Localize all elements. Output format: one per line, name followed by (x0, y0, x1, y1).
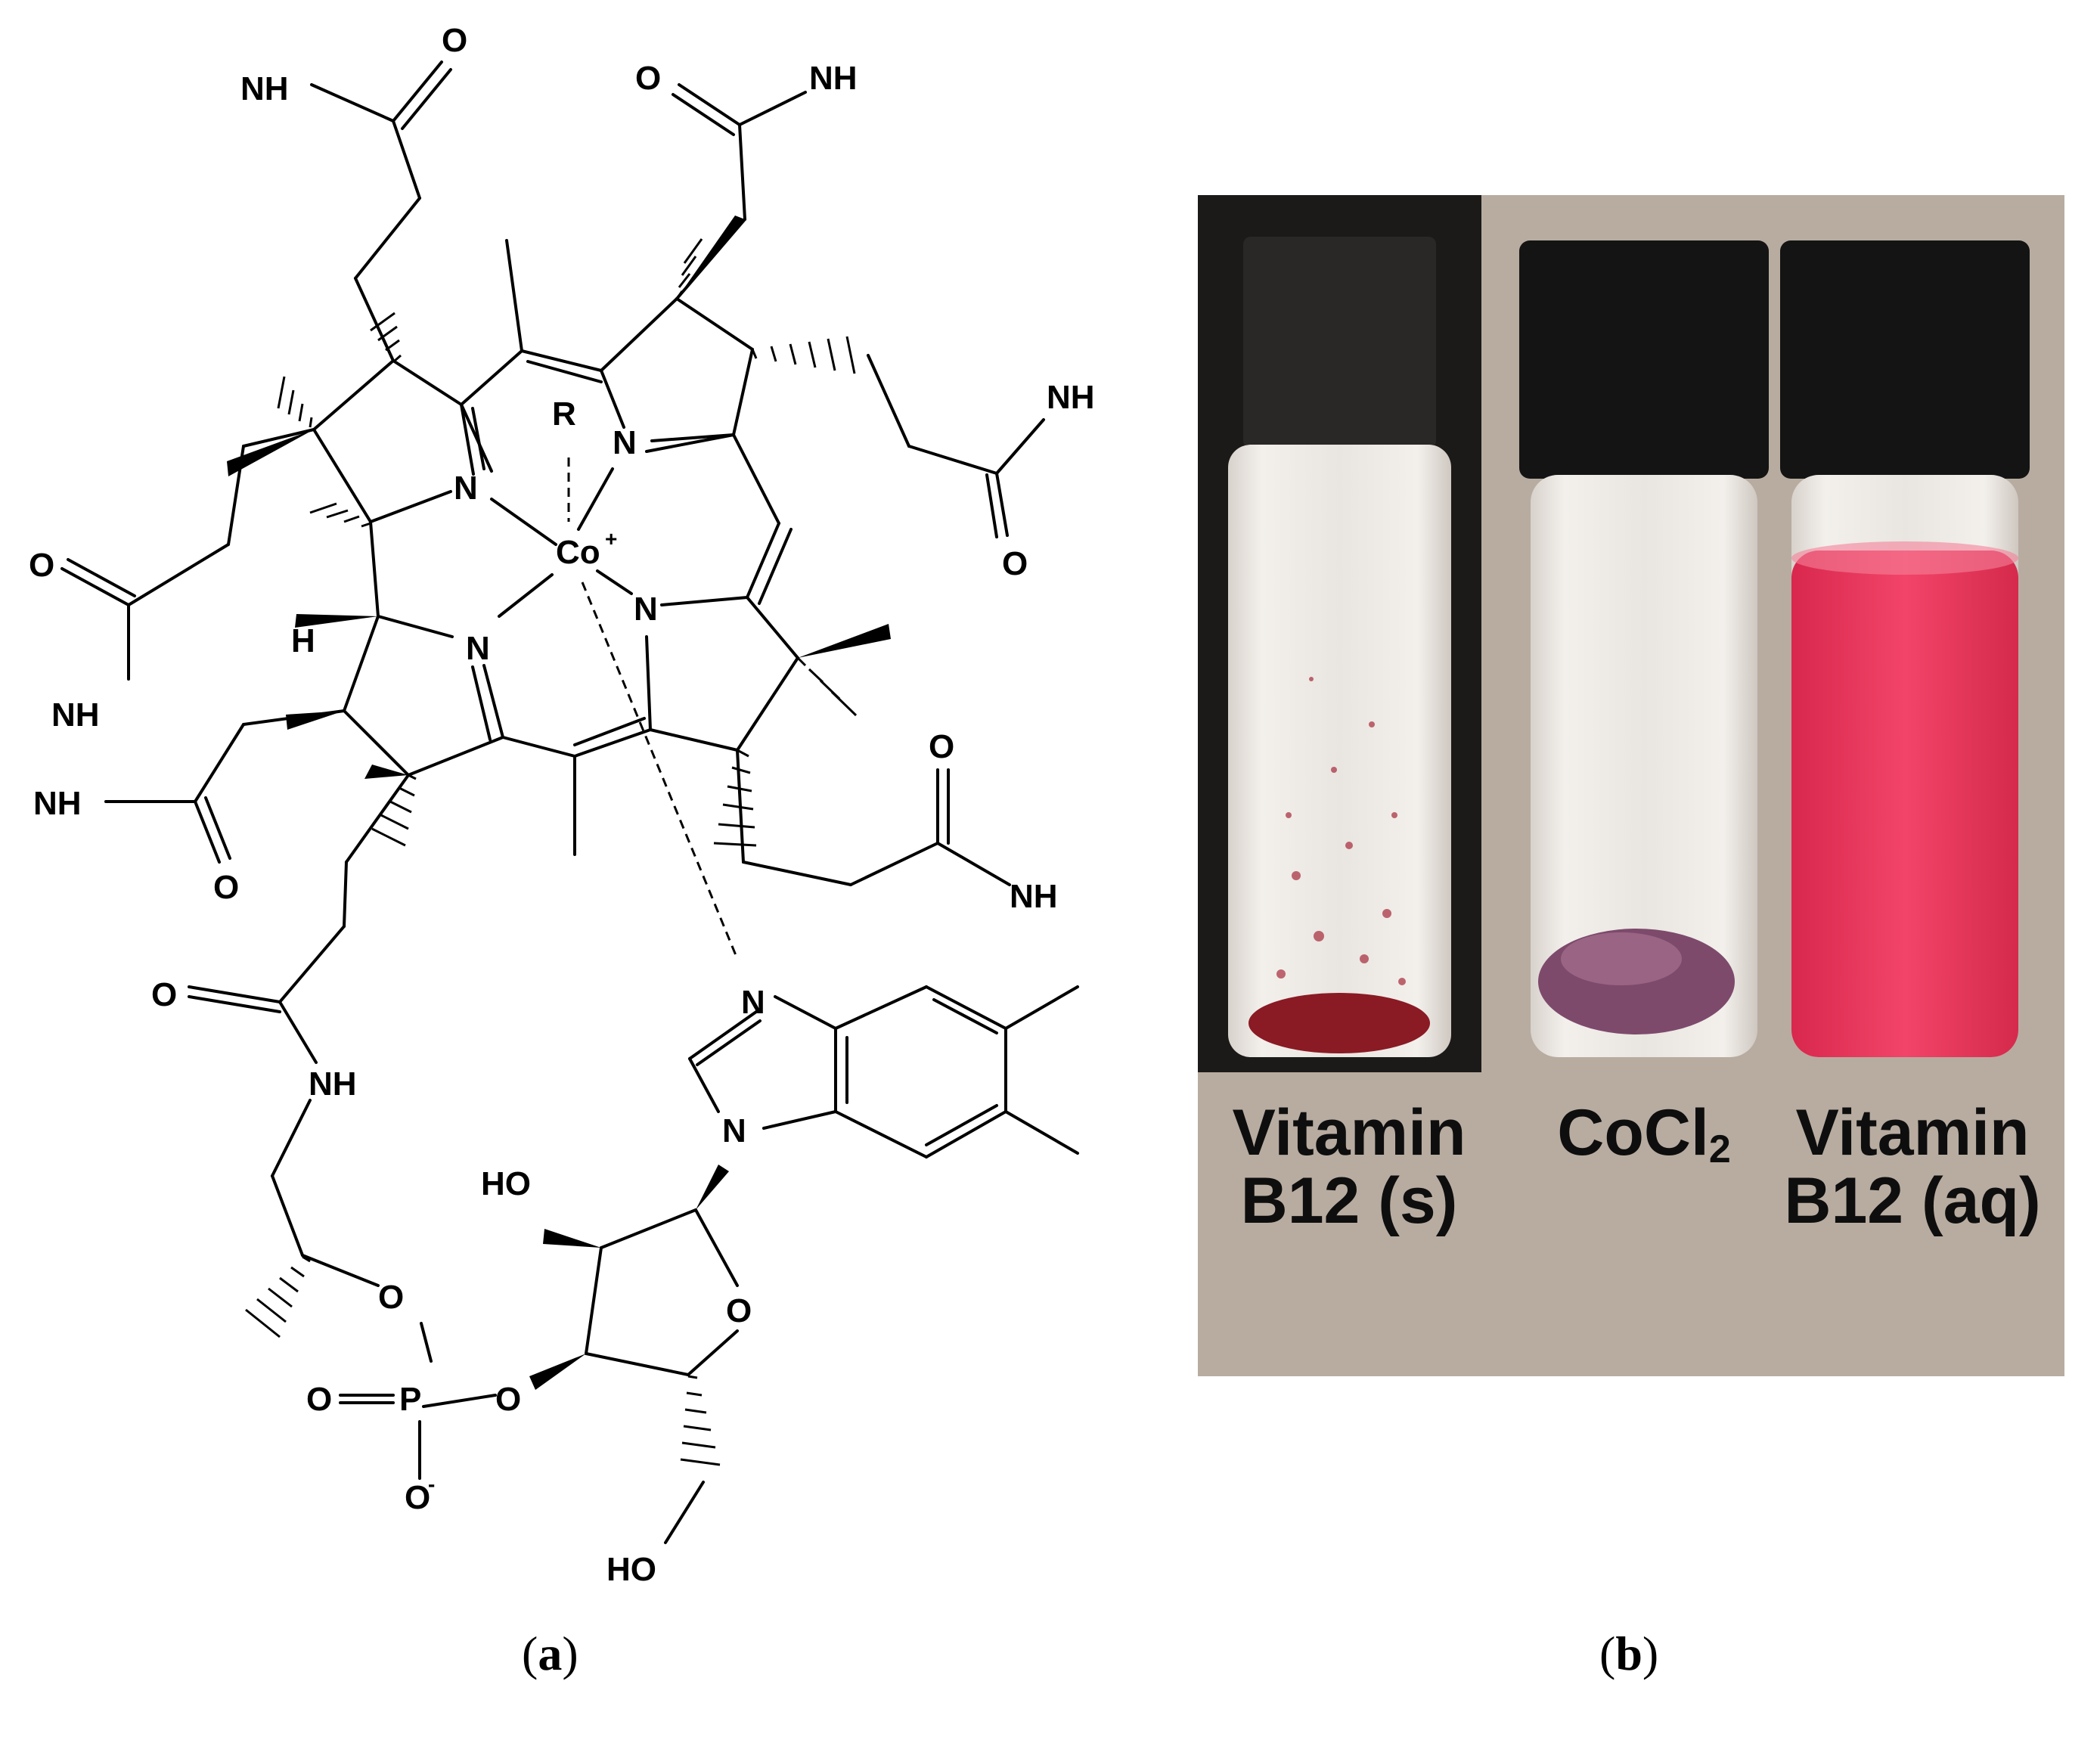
vial3-cap (1780, 240, 2030, 479)
hash-bonds (245, 238, 858, 1466)
oxygen-label-2: O (635, 60, 661, 97)
oxygen-label-10: O (306, 1381, 332, 1418)
nh2-label-1: NH (240, 70, 289, 107)
oxygen-label-5: O (213, 869, 239, 906)
photo-background-left (1198, 1072, 1481, 1376)
nitrogen-label-2: N (613, 424, 637, 461)
vial1-powder (1249, 993, 1430, 1053)
nh2-label-4: NH (51, 696, 100, 734)
oxygen-label-3: O (1002, 545, 1028, 582)
label-vitamin-b12-solid: Vitamin B12 (s) (1232, 1096, 1466, 1238)
cobalamin-structure-diagram: NH O O NH NH O O NH NH O O NH O NH R N N… (29, 22, 1095, 1588)
cobalt-charge: + (605, 527, 617, 551)
nh2-label-3: NH (1047, 379, 1095, 416)
phosphorus-label: P (399, 1381, 421, 1418)
vial3-solution (1791, 551, 2018, 1057)
oxide-charge: - (428, 1472, 435, 1496)
vial-3-aqueous-b12 (1780, 240, 2030, 1057)
nitrogen-label-5: N (741, 984, 765, 1021)
nh2-label-2: NH (809, 60, 858, 97)
label-vitamin-b12-aqueous: Vitamin B12 (aq) (1784, 1096, 2041, 1238)
cobalt-label: Co (556, 534, 600, 571)
wedge-bonds (227, 216, 891, 1390)
oxide-label: O (405, 1479, 430, 1516)
vial2-cap (1519, 240, 1769, 479)
nitrogen-label-3: N (634, 591, 658, 628)
vials-photo (1198, 195, 2064, 1376)
hydroxyl-label-2: HO (606, 1551, 656, 1588)
nitrogen-label-1: N (454, 470, 478, 507)
oxygen-label-4: O (29, 547, 54, 584)
hydrogen-label: H (291, 622, 315, 659)
nitrogen-label-6: N (722, 1112, 746, 1149)
nh2-label-5: NH (33, 785, 82, 822)
oxygen-label-6: O (929, 728, 954, 765)
vial-2-cocl2 (1519, 240, 1769, 1057)
oxygen-label-ring: O (726, 1292, 752, 1329)
caption-b: (b) (1599, 1627, 1659, 1680)
hydroxyl-label-1: HO (481, 1165, 531, 1202)
panel-a-structure: NH O O NH NH O O NH NH O O NH O NH R N N… (29, 22, 1095, 1588)
oxygen-label-8: O (378, 1279, 404, 1316)
oxygen-label-1: O (442, 22, 467, 59)
vial1-scattered-powder (1276, 677, 1406, 985)
vial-1-solid-b12 (1228, 237, 1451, 1057)
oxygen-label-9: O (495, 1381, 521, 1418)
nh-label: NH (309, 1065, 357, 1103)
atom-labels: NH O O NH NH O O NH NH O O NH O NH R N N… (29, 22, 1095, 1588)
nh2-label-6: NH (1010, 878, 1058, 915)
r-label: R (552, 395, 576, 433)
caption-a: (a) (522, 1627, 579, 1680)
bonds (60, 60, 1079, 1544)
dashed-bonds (567, 457, 739, 960)
oxygen-label-7: O (151, 976, 177, 1013)
label-cocl2: CoCl2 (1557, 1096, 1731, 1171)
panel-b-photo: Vitamin B12 (s) CoCl2 Vitamin B12 (aq) (1198, 195, 2064, 1376)
nitrogen-label-4: N (466, 630, 490, 667)
